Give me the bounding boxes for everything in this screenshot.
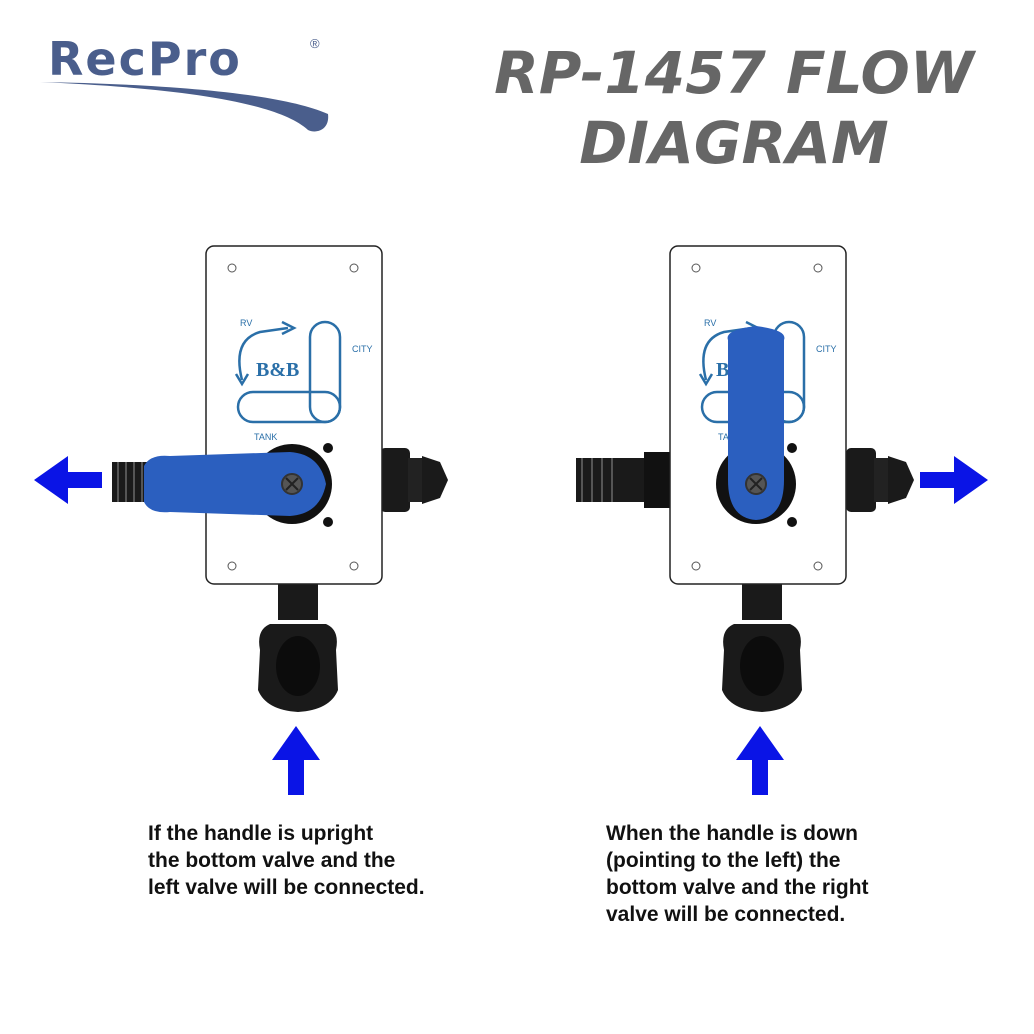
registered-mark: ® (310, 36, 320, 51)
title-line-2: DIAGRAM (579, 109, 889, 177)
valve-handle (144, 452, 326, 516)
bottom-fitting (258, 580, 338, 712)
caption-right: When the handle is down (pointing to the… (606, 820, 869, 928)
title-line-1: RP-1457 FLOW (494, 39, 974, 107)
caption-left-line-3: left valve will be connected. (148, 876, 425, 899)
right-female-fitting (846, 448, 914, 512)
caption-left-line-1: If the handle is upright (148, 822, 374, 845)
valve-plate (205, 245, 383, 585)
plate-label-maker: B&B (256, 359, 299, 381)
caption-right-line-4: valve will be connected. (606, 903, 846, 926)
logo-swoosh-icon (40, 82, 329, 132)
recpro-logo: RecPro ® (38, 32, 338, 142)
flow-arrow-up-icon (272, 726, 320, 795)
plate-label-city: CITY (352, 344, 373, 354)
valve-handle (727, 326, 785, 520)
plate-flow-graphic (234, 320, 342, 424)
plate-label-tank: TANK (254, 432, 277, 442)
plate-label-rv: RV (240, 318, 252, 328)
caption-right-line-2: (pointing to the left) the (606, 849, 841, 872)
bottom-fitting (722, 580, 802, 712)
flow-arrow-up-icon (736, 726, 784, 795)
valve-diagram-handle-upright: RV TANK CITY B&B (20, 240, 500, 820)
plate-label-rv: RV (704, 318, 716, 328)
plate-label-city: CITY (816, 344, 837, 354)
logo-wordmark: RecPro (48, 32, 242, 86)
page-title: RP-1457 FLOW DIAGRAM (474, 38, 994, 178)
flow-arrow-right-icon (920, 456, 988, 504)
caption-left: If the handle is upright the bottom valv… (148, 820, 425, 901)
caption-left-line-2: the bottom valve and the (148, 849, 396, 872)
caption-right-line-1: When the handle is down (606, 822, 858, 845)
flow-arrow-left-icon (34, 456, 102, 504)
right-female-fitting (380, 448, 448, 512)
caption-right-line-3: bottom valve and the right (606, 876, 869, 899)
left-male-fitting (576, 452, 672, 508)
valve-diagram-handle-down: RV TANK CITY B&B (520, 240, 1000, 820)
